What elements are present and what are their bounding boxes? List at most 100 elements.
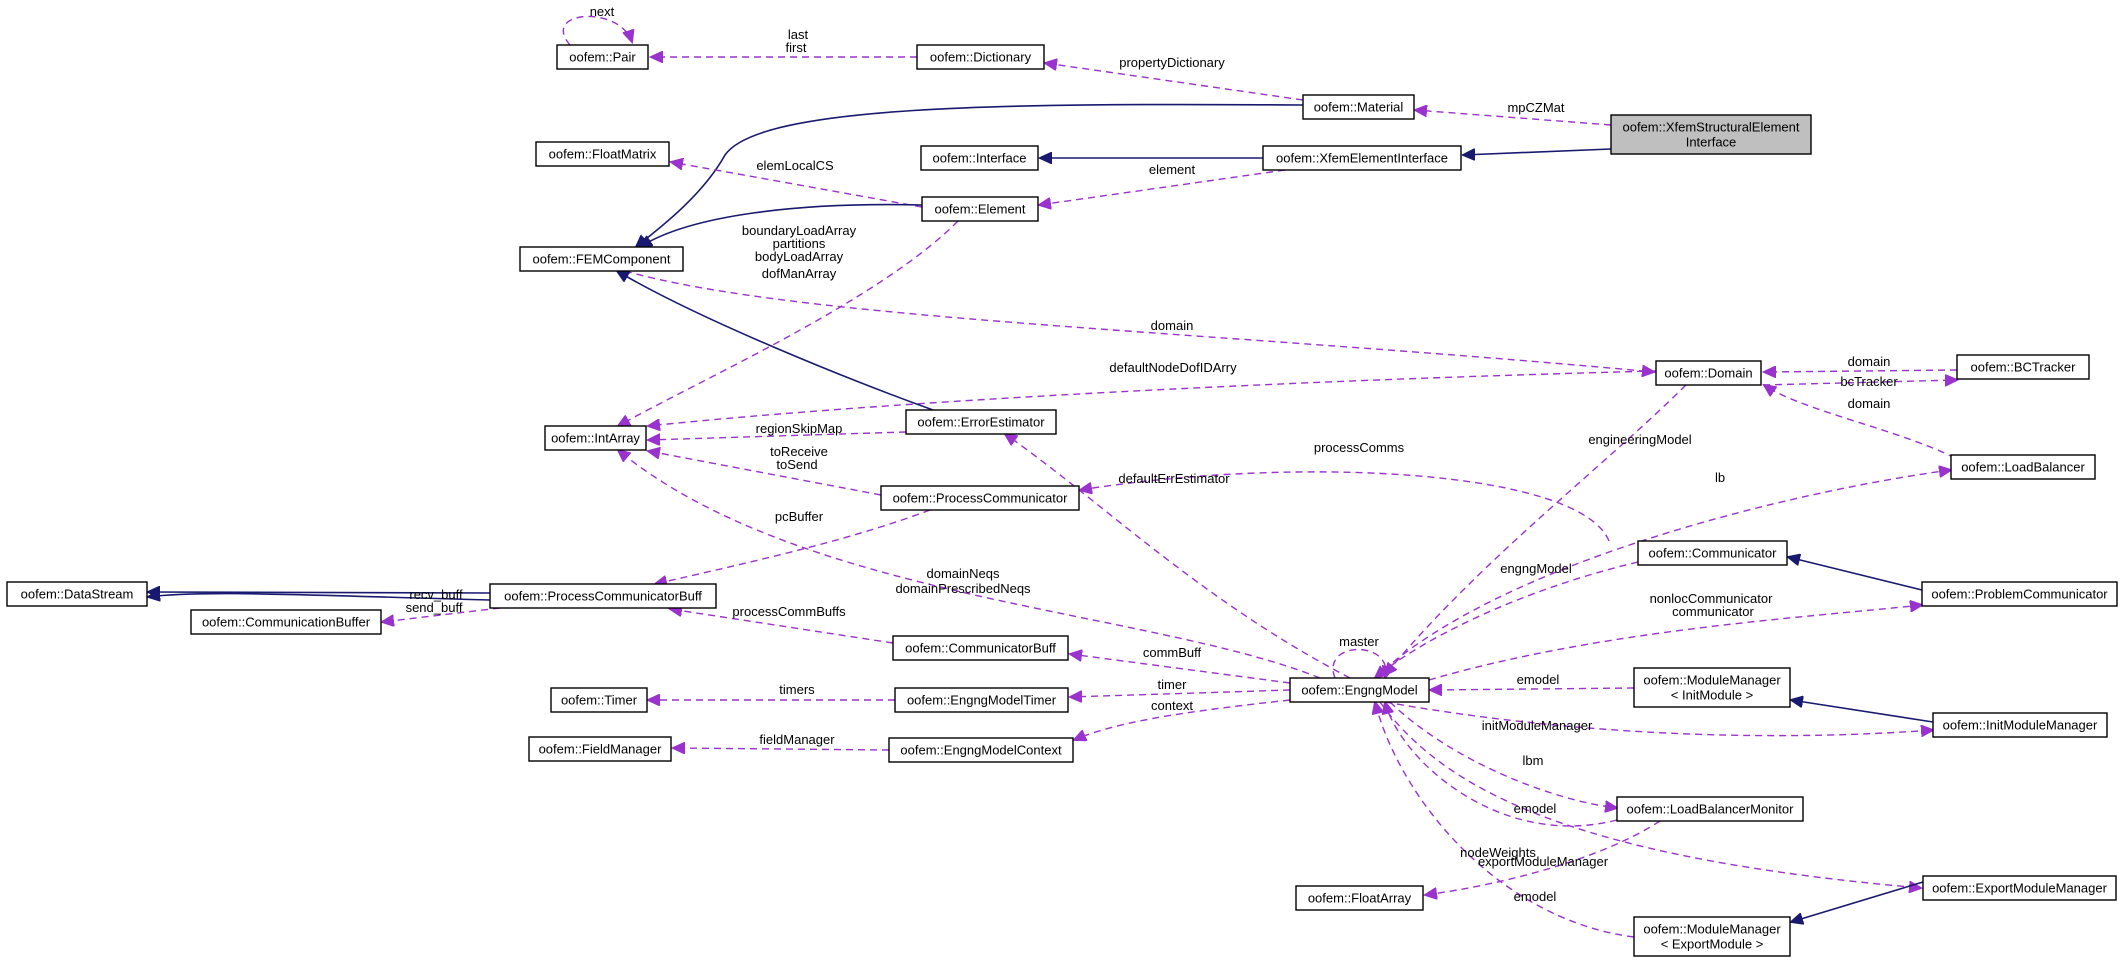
edge-label: first — [786, 40, 807, 55]
class-node-box — [1633, 916, 1791, 957]
class-node-box — [894, 687, 1069, 713]
class-node-floatarray[interactable]: oofem::FloatArray — [1295, 885, 1424, 911]
class-node-element[interactable]: oofem::Element — [921, 196, 1039, 222]
class-node-domain[interactable]: oofem::Domain — [1655, 360, 1762, 386]
class-node-commbuff[interactable]: oofem::CommunicatorBuff — [892, 635, 1069, 661]
inheritance-edge-exportmm-to-mm_export — [1791, 881, 1924, 922]
usage-edge-engngmodel-to-engngcontext — [1074, 699, 1291, 740]
usage-edge-engngmodel-to-lbmonitor — [1389, 701, 1617, 808]
edge-label: defaultNodeDofIDArry — [1109, 360, 1237, 375]
class-node-exportmm[interactable]: oofem::ExportModuleManager — [1922, 875, 2117, 901]
edge-label: pcBuffer — [775, 509, 824, 524]
class-node-label: oofem::FloatArray — [1308, 891, 1412, 906]
edge-label: mpCZMat — [1507, 100, 1564, 115]
edge-label: exportModuleManager — [1478, 854, 1609, 869]
class-node-material[interactable]: oofem::Material — [1302, 94, 1415, 120]
class-node-fieldmanager[interactable]: oofem::FieldManager — [528, 736, 672, 762]
class-node-communicator[interactable]: oofem::Communicator — [1637, 540, 1788, 566]
class-node-label: oofem::ProcessCommunicator — [893, 491, 1069, 506]
class-node-label: oofem::Material — [1314, 100, 1404, 115]
class-node-label: oofem::EngngModelContext — [900, 743, 1062, 758]
class-node-box — [1289, 677, 1430, 703]
class-node-box — [1956, 354, 2090, 380]
class-node-label: oofem::ErrorEstimator — [917, 415, 1045, 430]
class-node-intarray[interactable]: oofem::IntArray — [544, 425, 647, 451]
class-node-box — [1655, 360, 1762, 386]
class-node-engngtimer[interactable]: oofem::EngngModelTimer — [894, 687, 1069, 713]
class-node-box — [1633, 667, 1791, 708]
class-node-engngmodel[interactable]: oofem::EngngModel — [1289, 677, 1430, 703]
class-node-problemcomm[interactable]: oofem::ProblemCommunicator — [1921, 581, 2118, 607]
edge-label: bcTracker — [1840, 374, 1898, 389]
class-node-pcbuff[interactable]: oofem::ProcessCommunicatorBuff — [489, 583, 717, 609]
edge-label: timer — [1158, 677, 1188, 692]
class-node-label: Interface — [1686, 135, 1737, 150]
class-node-box — [528, 736, 672, 762]
class-node-label: oofem::InitModuleManager — [1943, 718, 2098, 733]
edge-label: emodel — [1514, 801, 1557, 816]
class-node-label: oofem::FieldManager — [539, 742, 663, 757]
class-node-mm-export[interactable]: oofem::ModuleManager< ExportModule > — [1633, 916, 1791, 957]
class-node-box — [1302, 94, 1415, 120]
class-node-lbmonitor[interactable]: oofem::LoadBalancerMonitor — [1616, 796, 1804, 822]
class-node-box — [916, 44, 1045, 70]
class-node-label: < InitModule > — [1671, 688, 1753, 703]
edge-label: nodeWeights — [1460, 845, 1536, 860]
class-node-label: oofem::IntArray — [551, 431, 640, 446]
usage-edge-bctracker-to-domain — [1764, 370, 1958, 372]
class-node-dictionary[interactable]: oofem::Dictionary — [916, 44, 1045, 70]
edge-labels-layer: nextlastfirstpropertyDictionarympCZMatel… — [406, 4, 1899, 904]
class-node-datastream[interactable]: oofem::DataStream — [6, 581, 148, 607]
class-node-box — [1610, 114, 1812, 155]
edge-label: toSend — [776, 457, 817, 472]
edge-label: element — [1149, 162, 1196, 177]
class-node-xfem-elem[interactable]: oofem::XfemElementInterface — [1262, 145, 1462, 171]
class-node-commbuffer[interactable]: oofem::CommunicationBuffer — [190, 609, 382, 635]
class-node-bctracker[interactable]: oofem::BCTracker — [1956, 354, 2090, 380]
usage-edge-mm_init-to-engngmodel — [1430, 688, 1635, 690]
class-node-processcomm[interactable]: oofem::ProcessCommunicator — [880, 485, 1080, 511]
edge-label: domain — [1848, 354, 1891, 369]
nodes-layer: oofem::Pair oofem::Dictionaryoofem::Mater… — [6, 44, 2118, 957]
usage-edge-commbuff-to-pcbuff — [670, 609, 894, 644]
class-node-box — [535, 141, 670, 167]
edge-label: nonlocCommunicator — [1650, 591, 1774, 606]
usage-edge-xfem_elem-to-element — [1039, 169, 1286, 205]
edge-label: elemLocalCS — [756, 158, 834, 173]
usage-edge-engngmodel-to-errorestimator — [1005, 434, 1351, 679]
usage-edge-lbmonitor-to-engngmodel — [1385, 702, 1618, 827]
class-node-errorestimator[interactable]: oofem::ErrorEstimator — [905, 409, 1057, 435]
class-node-timer[interactable]: oofem::Timer — [550, 687, 648, 713]
edge-label: lb — [1715, 470, 1725, 485]
class-node-box — [519, 246, 684, 272]
usage-edge-engngmodel-to-initmm — [1384, 701, 1933, 736]
class-node-label: oofem::EngngModel — [1301, 683, 1417, 698]
class-node-loadbalancer[interactable]: oofem::LoadBalancer — [1950, 454, 2096, 480]
class-node-interface[interactable]: oofem::Interface — [920, 145, 1039, 171]
usage-edge-mm_export-to-engngmodel — [1375, 702, 1635, 938]
class-node-label: oofem::Interface — [933, 151, 1027, 166]
class-node-box — [1922, 875, 2117, 901]
edge-label: boundaryLoadArray — [742, 223, 857, 238]
edge-label: engngModel — [1500, 561, 1572, 576]
edge-label: regionSkipMap — [756, 421, 843, 436]
edge-label: toReceive — [770, 444, 828, 459]
class-node-engngcontext[interactable]: oofem::EngngModelContext — [888, 737, 1074, 763]
class-node-box — [888, 737, 1074, 763]
usage-edge-domain-to-bctracker — [1762, 380, 1957, 385]
class-node-mm-init[interactable]: oofem::ModuleManager< InitModule > — [1633, 667, 1791, 708]
usage-edge-engngcontext-to-fieldmanager — [673, 748, 890, 750]
class-node-label: oofem::LoadBalancerMonitor — [1627, 802, 1795, 817]
class-node-pair[interactable]: oofem::Pair — [556, 44, 649, 70]
edge-label: defaultErrEstimator — [1118, 471, 1230, 486]
edge-label: master — [1339, 634, 1379, 649]
class-node-label: oofem::FloatMatrix — [549, 147, 657, 162]
class-node-floatmatrix[interactable]: oofem::FloatMatrix — [535, 141, 670, 167]
class-node-label: oofem::Timer — [561, 693, 638, 708]
usage-edge-lbmonitor-to-floatarray — [1425, 820, 1661, 895]
usage-edge-pcbuff-to-commbuffer — [382, 607, 501, 622]
class-node-box — [1616, 796, 1804, 822]
class-node-femcomponent[interactable]: oofem::FEMComponent — [519, 246, 684, 272]
class-node-initmm[interactable]: oofem::InitModuleManager — [1932, 712, 2108, 738]
